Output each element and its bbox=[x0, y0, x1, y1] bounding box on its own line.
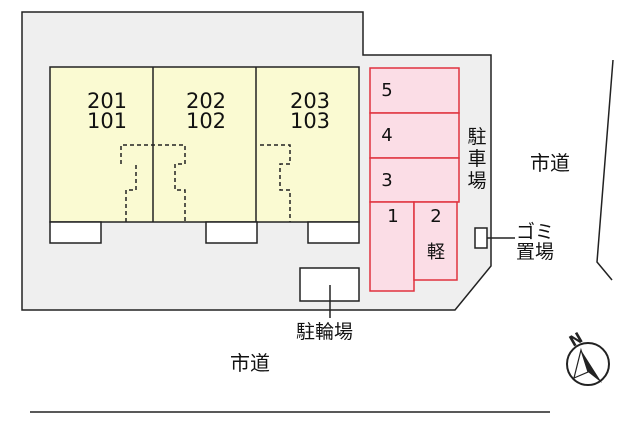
parking-space-4 bbox=[369, 112, 460, 159]
kei-car-label: 軽 bbox=[427, 242, 445, 263]
east-road-edge bbox=[596, 59, 614, 281]
parking-number: 2 bbox=[430, 206, 442, 227]
garbage-area bbox=[474, 227, 488, 249]
parking-number: 5 bbox=[381, 80, 393, 101]
north-arrow-icon: N bbox=[566, 329, 610, 386]
parking-number: 4 bbox=[381, 125, 393, 146]
porch bbox=[205, 221, 258, 244]
unit-lower-label: 102 bbox=[185, 109, 227, 133]
entrance-path bbox=[125, 164, 137, 222]
unit-upper-label: 203 bbox=[289, 89, 331, 113]
parking-space-5 bbox=[369, 67, 460, 114]
parking-space-2 bbox=[413, 201, 458, 281]
entrance-path bbox=[260, 144, 291, 222]
unit-upper-label: 202 bbox=[185, 89, 227, 113]
porch bbox=[307, 221, 360, 244]
unit-lower-label: 101 bbox=[86, 109, 128, 133]
parking-number: 3 bbox=[381, 170, 393, 191]
parking-label: 駐車場 bbox=[467, 126, 487, 192]
unit-upper-label: 201 bbox=[86, 89, 128, 113]
south-road-label: 市道 bbox=[230, 351, 270, 375]
unit-lower-label: 103 bbox=[289, 109, 331, 133]
bicycle-parking-label: 駐輪場 bbox=[296, 321, 354, 343]
porch bbox=[49, 221, 102, 244]
building bbox=[49, 66, 360, 223]
east-road-label: 市道 bbox=[530, 151, 570, 175]
garbage-area-label: ゴミ置場 bbox=[516, 221, 555, 263]
entrance-path bbox=[120, 144, 186, 222]
parking-space-1 bbox=[369, 201, 415, 292]
parking-number: 1 bbox=[387, 206, 399, 227]
